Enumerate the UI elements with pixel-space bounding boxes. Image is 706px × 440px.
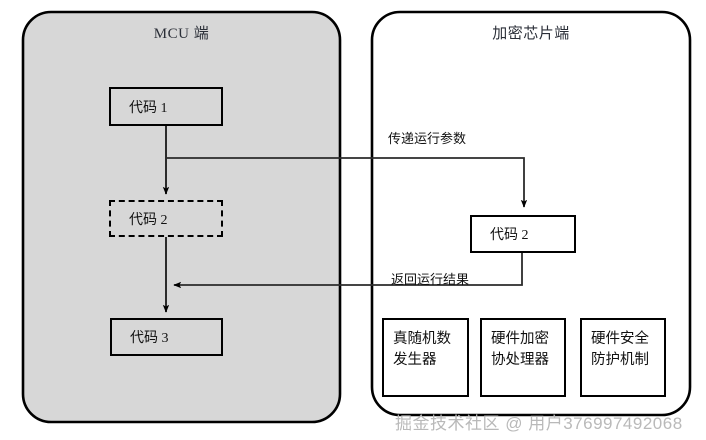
node-chip-feature-crypto-coprocessor[interactable]: 硬件加密协处理器 — [480, 318, 566, 397]
node-chip-feature-hw-protection-label: 硬件安全防护机制 — [591, 331, 649, 369]
node-mcu-code3-label: 代码 3 — [130, 331, 169, 346]
node-mcu-code2-label: 代码 2 — [129, 212, 168, 228]
mcu-panel-title: MCU 端 — [153, 26, 210, 42]
edge-label-send-params: 传递运行参数 — [388, 131, 467, 146]
edge-return-result — [173, 253, 523, 289]
node-chip-feature-hw-protection[interactable]: 硬件安全防护机制 — [580, 318, 666, 397]
chip-panel-shape — [370, 10, 692, 417]
node-mcu-code1[interactable]: 代码 1 — [109, 87, 223, 126]
node-chip-code2[interactable]: 代码 2 — [470, 215, 576, 253]
node-chip-feature-trng[interactable]: 真随机数发生器 — [382, 318, 469, 397]
node-chip-feature-trng-label: 真随机数发生器 — [393, 331, 451, 369]
node-mcu-code3[interactable]: 代码 3 — [110, 318, 223, 356]
node-mcu-code2[interactable]: 代码 2 — [109, 200, 223, 237]
node-chip-feature-crypto-coprocessor-label: 硬件加密协处理器 — [491, 331, 549, 369]
edge-label-return-result: 返回运行结果 — [391, 272, 470, 287]
edge-send-params — [166, 157, 528, 208]
chip-panel-title: 加密芯片端 — [492, 26, 570, 42]
node-chip-code2-label: 代码 2 — [490, 228, 529, 243]
node-mcu-code1-label: 代码 1 — [129, 100, 168, 116]
